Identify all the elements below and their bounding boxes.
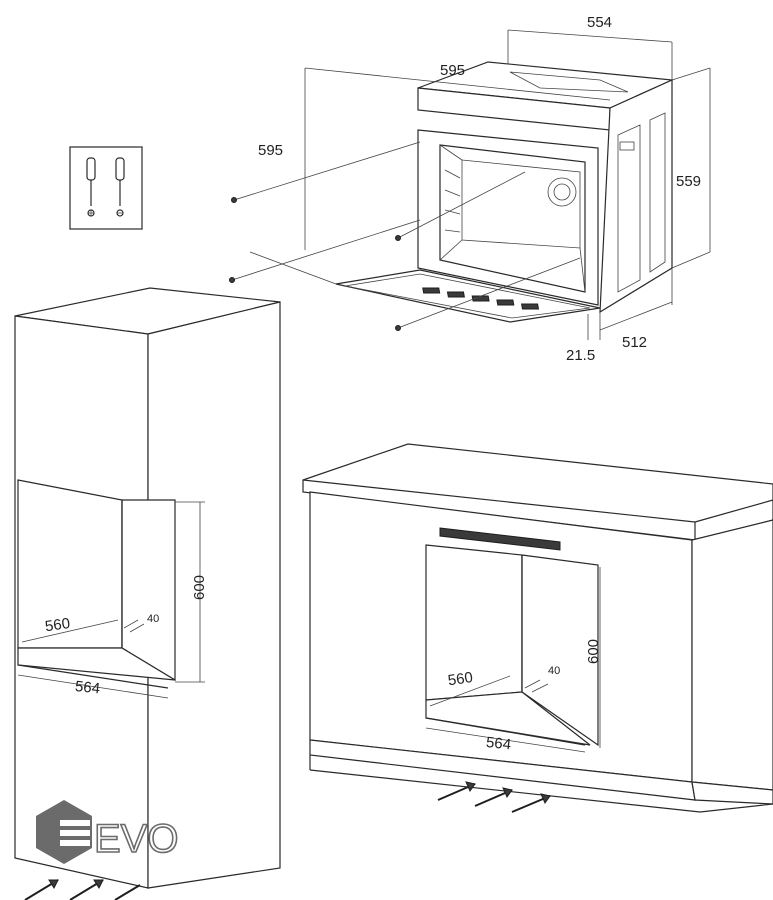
evo-logo: EVO [36,800,179,864]
door-hinge-slots [422,287,540,310]
tall-cabinet-vent-arrows [24,879,141,900]
tall-dim-vent-depth: 40 [147,613,159,625]
screwdriver-tools-icon [69,146,143,230]
base-dim-opening-height: 600 [585,639,602,664]
dim-door-thickness: 21.5 [566,347,595,364]
screw-points [229,141,581,331]
tall-dim-opening-height: 600 [191,575,208,600]
tall-dim-outer-width: 564 [74,678,101,698]
dim-top-depth: 554 [587,14,612,31]
base-dim-inner-width: 560 [447,669,474,689]
base-dim-outer-width: 564 [485,734,512,754]
tall-dim-inner-width: 560 [44,615,71,635]
base-cabinet-vent-arrows [437,781,551,813]
evo-logo-text: EVO [94,817,178,861]
base-dim-vent-depth: 40 [548,665,560,677]
tall-cabinet-illustration: 600 560 564 40 [14,287,281,900]
dim-top-width: 595 [440,62,465,79]
oven-illustration: 554 595 595 559 512 21.5 [229,14,711,364]
dim-height: 595 [258,142,283,159]
base-cabinet-illustration: 600 560 564 40 [302,443,773,813]
dim-depth: 512 [622,334,647,351]
dim-side-height: 559 [676,173,701,190]
